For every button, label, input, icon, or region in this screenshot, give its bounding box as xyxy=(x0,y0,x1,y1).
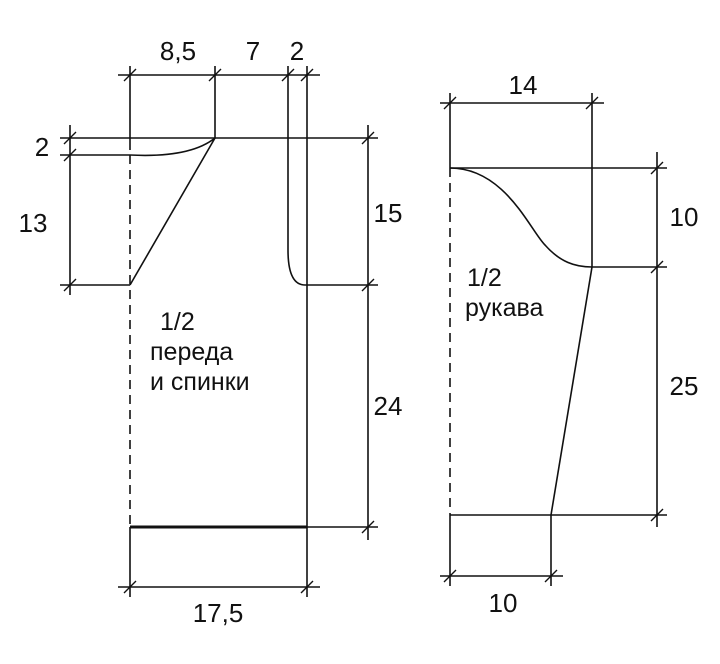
dimension-ticks xyxy=(123,68,314,82)
dimension-ticks xyxy=(443,569,558,583)
dim-sleeve-length: 25 xyxy=(670,371,699,401)
dim-sleeve-cuff-width: 10 xyxy=(489,588,518,618)
dim-shoulder: 7 xyxy=(246,36,260,66)
dimension-ticks xyxy=(650,161,664,522)
dim-neck-depth: 13 xyxy=(19,208,48,238)
dimension-ticks xyxy=(123,580,314,594)
piece-title-fraction: 1/2 xyxy=(160,308,195,336)
dimension-ticks xyxy=(361,131,375,534)
neckline-curve xyxy=(129,137,216,157)
piece-title-line2: и спинки xyxy=(150,368,250,396)
dim-armhole-offset: 2 xyxy=(290,36,304,66)
dim-neck-drop: 2 xyxy=(35,132,49,162)
neck-slope-line xyxy=(129,137,216,286)
dimension-ticks xyxy=(63,131,77,292)
dim-sleeve-cap-height: 10 xyxy=(670,202,699,232)
dim-neck-width: 8,5 xyxy=(160,36,196,66)
piece-title-line1: переда xyxy=(150,338,233,366)
sleeve-title-fraction: 1/2 xyxy=(467,264,502,292)
dim-side-length: 24 xyxy=(374,391,403,421)
dim-bottom-width: 17,5 xyxy=(193,598,244,628)
sleeve-piece: 14 10 25 10 1/2 рукава xyxy=(440,70,698,618)
sleeve-cap-curve xyxy=(449,167,593,268)
dimension-ticks xyxy=(443,96,599,110)
dim-armhole-depth: 15 xyxy=(374,198,403,228)
dim-sleeve-top-width: 14 xyxy=(509,70,538,100)
sleeve-title-line1: рукава xyxy=(465,294,544,322)
armhole-curve xyxy=(287,138,306,286)
sleeve-seam-line xyxy=(550,266,593,516)
front-back-piece: 8,5 7 2 2 13 15 24 17,5 1/2 переда и спи… xyxy=(19,36,403,628)
